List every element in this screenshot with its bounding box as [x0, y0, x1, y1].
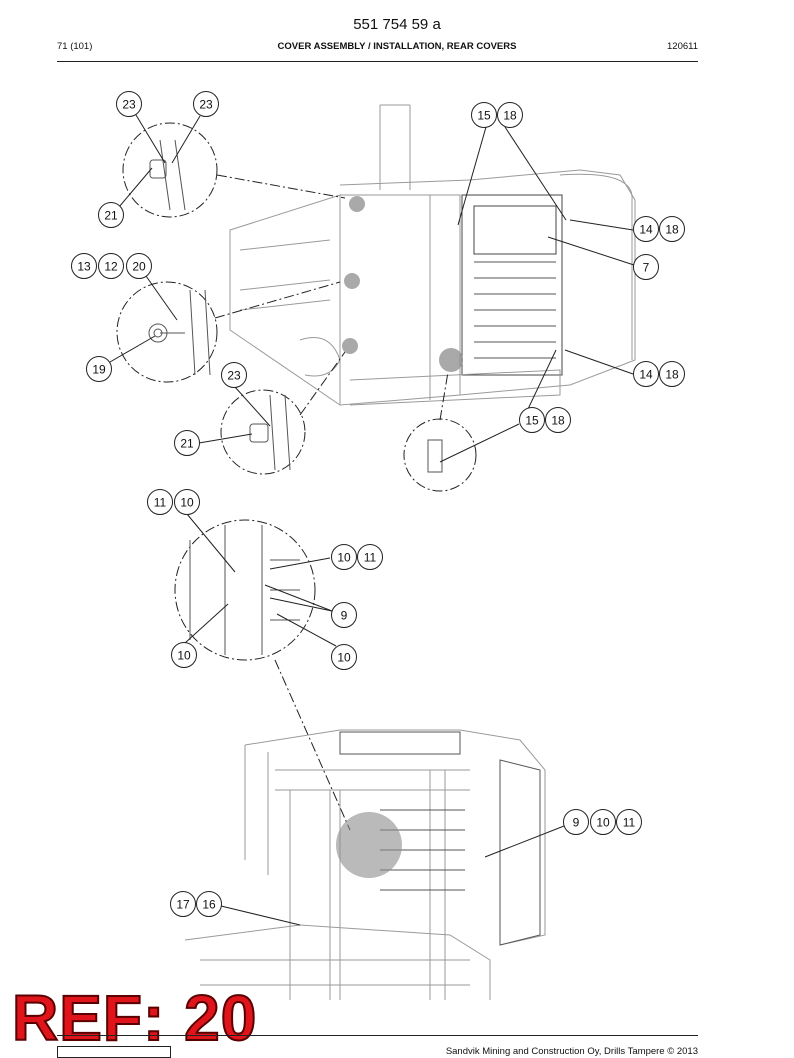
callout-23: 23: [221, 362, 247, 388]
callout-label: 11: [154, 495, 167, 509]
callout-20: 20: [126, 253, 152, 279]
callout-15: 15: [519, 407, 545, 433]
callout-label: 14: [639, 367, 653, 381]
callout-label: 18: [503, 108, 517, 122]
callout-label: 15: [477, 108, 491, 122]
callout-21: 21: [174, 430, 200, 456]
callout-11: 11: [616, 809, 642, 835]
callout-label: 23: [122, 97, 136, 111]
callout-11: 11: [357, 544, 383, 570]
callout-label: 10: [177, 648, 191, 662]
callout-23: 23: [116, 91, 142, 117]
page-label: 71 (101): [57, 41, 93, 52]
callout-label: 15: [525, 413, 539, 427]
callout-10: 10: [331, 544, 357, 570]
callout-18: 18: [497, 102, 523, 128]
callout-9: 9: [563, 809, 589, 835]
callout-18: 18: [659, 216, 685, 242]
callout-label: 18: [551, 413, 565, 427]
callout-label: 12: [104, 259, 118, 273]
callout-label: 20: [132, 259, 146, 273]
callout-label: 10: [337, 650, 351, 664]
callout-balloons: 23 23 21 15 18 14 18 7 13 12 20 19 23 14 18 15 18 21 11 10 1…: [71, 91, 685, 917]
reference-stamp: REF: 20: [11, 982, 258, 1054]
callout-17: 17: [170, 891, 196, 917]
callout-label: 19: [92, 362, 106, 376]
detail-views: [116, 122, 477, 831]
callout-18: 18: [545, 407, 571, 433]
callout-13: 13: [71, 253, 97, 279]
callout-label: 21: [104, 208, 118, 222]
upper-assembly-drawing: [229, 104, 636, 406]
callout-10: 10: [590, 809, 616, 835]
callout-label: 9: [573, 815, 580, 829]
callout-label: 18: [665, 367, 679, 381]
callout-18: 18: [659, 361, 685, 387]
callout-label: 7: [643, 260, 650, 274]
callout-label: 13: [77, 259, 91, 273]
callout-label: 18: [665, 222, 679, 236]
footer-copyright: Sandvik Mining and Construction Oy, Dril…: [445, 1046, 698, 1057]
callout-label: 10: [596, 815, 610, 829]
callout-label: 10: [180, 495, 194, 509]
callout-label: 21: [180, 436, 194, 450]
callout-7: 7: [633, 254, 659, 280]
callout-9: 9: [331, 602, 357, 628]
document-number: 551 754 59 a: [353, 16, 441, 33]
callout-23: 23: [193, 91, 219, 117]
lower-assembly-drawing: [184, 729, 546, 1000]
callout-10: 10: [174, 489, 200, 515]
callout-19: 19: [86, 356, 112, 382]
callout-label: 14: [639, 222, 653, 236]
callout-label: 9: [341, 608, 348, 622]
callout-12: 12: [98, 253, 124, 279]
footer-rule: [57, 1035, 698, 1036]
callout-21: 21: [98, 202, 124, 228]
callout-10: 10: [331, 644, 357, 670]
callout-10: 10: [171, 642, 197, 668]
logo: [57, 1046, 171, 1058]
leader-lines: [109, 114, 635, 926]
callout-label: 10: [337, 550, 351, 564]
detail-parts: [148, 139, 443, 655]
callout-label: 11: [364, 550, 377, 564]
callout-label: 23: [199, 97, 213, 111]
callout-label: 17: [176, 897, 190, 911]
callout-label: 23: [227, 368, 241, 382]
section-title: COVER ASSEMBLY / INSTALLATION, REAR COVE…: [277, 41, 517, 52]
date-code: 120611: [667, 41, 698, 52]
callout-label: 16: [202, 897, 216, 911]
callout-11: 11: [147, 489, 173, 515]
callout-15: 15: [471, 102, 497, 128]
callout-14: 14: [633, 361, 659, 387]
header-rule: [57, 61, 698, 62]
callout-16: 16: [196, 891, 222, 917]
callout-label: 11: [623, 815, 636, 829]
callout-14: 14: [633, 216, 659, 242]
